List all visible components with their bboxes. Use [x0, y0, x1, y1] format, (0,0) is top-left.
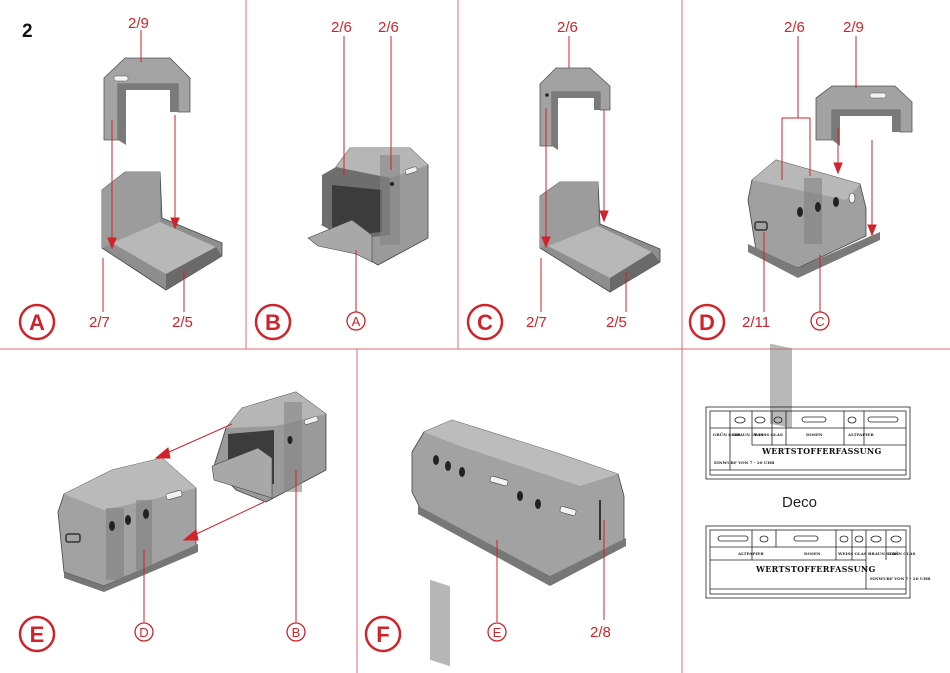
part-base-2-7-2-5 — [101, 171, 223, 291]
label-top-left: 2/6 — [331, 19, 352, 36]
step-badge — [466, 303, 504, 341]
step-letter: E — [30, 622, 45, 647]
deco-strip-2-label-4: BRAUN GLAS — [868, 551, 899, 556]
assembly-arrows — [143, 423, 297, 622]
label-top-right: 2/9 — [843, 19, 864, 36]
deco-strip-2-headline: WERTSTOFFERFASSUNG — [755, 564, 876, 574]
leader-lines — [496, 520, 605, 622]
label-right: 2/8 — [590, 624, 611, 641]
ref-letter: A — [352, 314, 361, 329]
label-right: 2/5 — [172, 314, 193, 331]
label-left: 2/7 — [526, 314, 547, 331]
step-letter: F — [376, 622, 389, 647]
label-bottom: 2/11 — [742, 314, 770, 331]
ref-letter-left: D — [139, 625, 148, 640]
deco-strip-1-label-5: ALTPAPIER — [847, 432, 874, 437]
step-badge — [18, 615, 56, 653]
deco-strip-1-label-4: DOSEN — [806, 432, 823, 437]
part-housing-assembled — [747, 159, 880, 429]
deco-strip-1-label-3: WEISS GLAS — [753, 432, 783, 437]
deco-strip-2-label-1: ALTPAPIER — [737, 551, 764, 556]
part-housing — [307, 147, 429, 266]
step-letter: A — [29, 310, 45, 335]
deco-strip-2-label-2: DOSEN — [804, 551, 821, 556]
part-left-container — [57, 457, 198, 592]
panel-f: 2/8 E F — [364, 419, 626, 667]
step-badge — [18, 303, 56, 341]
assembly-arrows — [102, 30, 185, 312]
label-top-right: 2/6 — [378, 19, 399, 36]
ref-badge-left — [134, 622, 154, 642]
deco-strip-2 — [705, 525, 911, 599]
deco-title: Deco — [782, 494, 817, 511]
deco-strip-2-note: EINWURF VON 7 - 20 UHR — [870, 576, 931, 581]
panel-a: 2/9 2/7 2/5 A — [18, 15, 223, 341]
ref-letter: C — [815, 314, 824, 329]
part-roof-2-9 — [103, 57, 191, 145]
deco-strip-2-label-5: GRÜN GLAS — [888, 551, 916, 556]
panel-d: 2/6 2/9 2/11 C D — [688, 19, 913, 429]
ref-letter-right: B — [292, 625, 301, 640]
label-top: 2/6 — [557, 19, 578, 36]
label-left: 2/7 — [89, 314, 110, 331]
deco-strip-1-label-2: BRAUN GLAS — [733, 432, 764, 437]
ref-badge — [810, 311, 830, 331]
step-badge — [688, 303, 726, 341]
deco-strip-2-label-3: WEISS GLAS — [837, 551, 867, 556]
ref-badge — [346, 311, 366, 331]
leader-lines — [343, 36, 392, 312]
step-badge — [364, 615, 402, 653]
step-letter: B — [265, 310, 281, 335]
label-top-left: 2/6 — [784, 19, 805, 36]
step-letter: C — [477, 310, 493, 335]
part-right-housing — [211, 391, 327, 503]
step-badge — [254, 303, 292, 341]
panel-e: D B E — [18, 391, 327, 653]
panel-c: 2/6 2/7 2/5 C — [466, 19, 661, 341]
page-number: 2 — [22, 21, 33, 42]
panel-b: 2/6 2/6 A B — [254, 19, 429, 341]
part-base — [539, 181, 661, 293]
deco-panel: Deco GRÜN GLAS BRAUN GLAS WEISS GLAS DOS… — [705, 406, 931, 599]
deco-strip-1 — [705, 406, 911, 480]
full-container — [411, 419, 626, 667]
assembly-arrows — [763, 36, 877, 312]
part-roof-2-9 — [815, 85, 913, 146]
step-letter: D — [699, 310, 715, 335]
label-right: 2/5 — [606, 314, 627, 331]
ref-letter: E — [493, 625, 502, 640]
label-top: 2/9 — [128, 15, 149, 32]
deco-strip-1-note: EINWURF VON 7 - 20 UHR — [714, 460, 775, 465]
ref-badge — [487, 622, 507, 642]
deco-strip-1-headline: WERTSTOFFERFASSUNG — [761, 446, 882, 456]
part-front-2-6 — [539, 67, 611, 150]
deco-strip-1-label-1: GRÜN GLAS — [713, 432, 741, 437]
ref-badge-right — [286, 622, 306, 642]
assembly-arrows — [540, 36, 627, 312]
